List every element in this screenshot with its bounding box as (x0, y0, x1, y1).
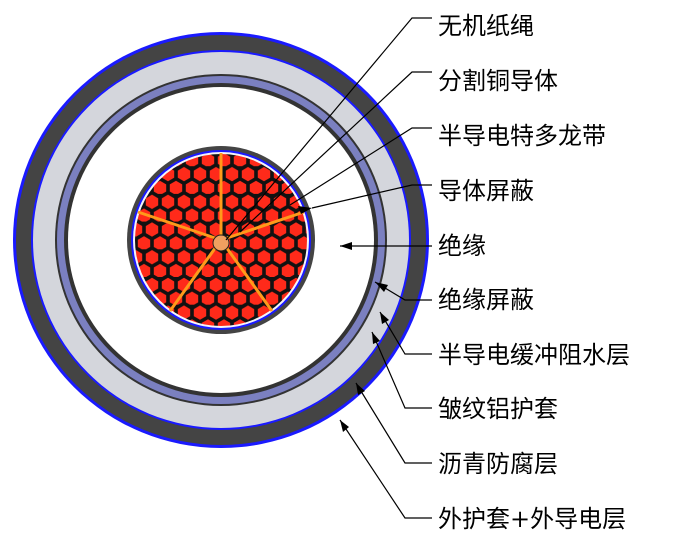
label-water-blocking-layer: 半导电缓冲阻水层 (438, 341, 630, 369)
leader-lines (225, 17, 432, 519)
paper-rope-core (212, 234, 230, 252)
label-insulation-screen: 绝缘屏蔽 (438, 286, 534, 314)
segment-separators (137, 153, 305, 312)
label-asphalt-layer: 沥青防腐层 (438, 450, 558, 478)
label-segmented-conductor: 分割铜导体 (438, 67, 558, 95)
label-conductor-screen: 导体屏蔽 (438, 177, 534, 205)
label-paper-rope: 无机纸绳 (438, 12, 534, 40)
label-outer-sheath: 外护套+外导电层 (438, 505, 627, 533)
label-aluminum-sheath: 皱纹铝护套 (438, 395, 558, 423)
label-semiconductive-tape: 半导电特多龙带 (438, 122, 606, 150)
label-insulation: 绝缘 (438, 232, 486, 260)
arrowheads (298, 206, 389, 432)
